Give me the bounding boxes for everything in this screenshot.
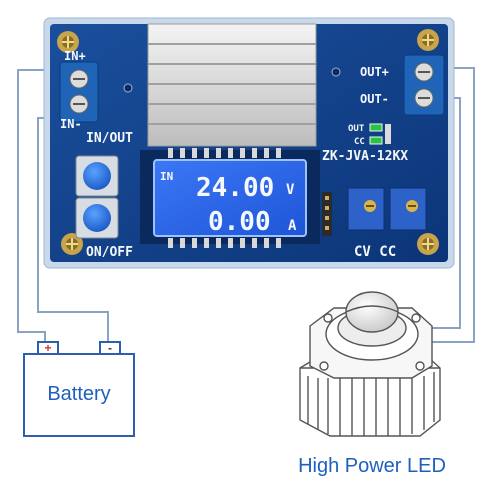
output-terminal bbox=[403, 54, 445, 116]
status-led-icon bbox=[369, 123, 391, 145]
screw-icon bbox=[57, 31, 79, 53]
heat-sink bbox=[147, 23, 317, 147]
cc-potentiometer[interactable] bbox=[389, 187, 427, 231]
power-led-module bbox=[299, 291, 441, 437]
lcd-voltage-unit: V bbox=[286, 182, 295, 198]
led-cc-label: CC bbox=[354, 137, 365, 147]
screw-icon bbox=[417, 29, 439, 51]
out-plus-label: OUT+ bbox=[360, 65, 389, 79]
lcd-in-label: IN bbox=[160, 170, 173, 183]
lcd-current-unit: A bbox=[288, 218, 297, 234]
converter-board: IN+ IN- OUT+ OUT- IN/OUT ON/OFF OUT CC Z… bbox=[43, 17, 455, 269]
lcd-display: IN 24.00 V 0.00 A bbox=[140, 148, 320, 248]
in-out-label: IN/OUT bbox=[86, 131, 133, 146]
in-minus-label: IN- bbox=[60, 117, 82, 131]
wire-in-plus bbox=[17, 69, 72, 342]
cv-potentiometer[interactable] bbox=[347, 187, 385, 231]
in-plus-label: IN+ bbox=[64, 49, 86, 63]
led-label: High Power LED bbox=[298, 455, 446, 477]
screw-icon bbox=[61, 233, 83, 255]
model-label: ZK-JVA-12KX bbox=[322, 149, 408, 164]
out-minus-label: OUT- bbox=[360, 92, 389, 106]
battery-label: Battery bbox=[47, 383, 110, 405]
battery-minus-label: - bbox=[108, 341, 112, 355]
on-off-label: ON/OFF bbox=[86, 245, 133, 260]
battery: + - Battery bbox=[23, 341, 135, 437]
led-out-label: OUT bbox=[348, 124, 365, 134]
battery-plus-label: + bbox=[44, 341, 51, 355]
lcd-voltage-readout: 24.00 bbox=[196, 173, 274, 203]
in-out-button[interactable] bbox=[75, 155, 119, 197]
input-terminal bbox=[59, 61, 99, 123]
lcd-current-readout: 0.00 bbox=[208, 207, 271, 237]
on-off-button[interactable] bbox=[75, 197, 119, 239]
pin-header bbox=[322, 192, 332, 236]
cv-cc-label: CV CC bbox=[354, 244, 396, 260]
screw-icon bbox=[417, 233, 439, 255]
